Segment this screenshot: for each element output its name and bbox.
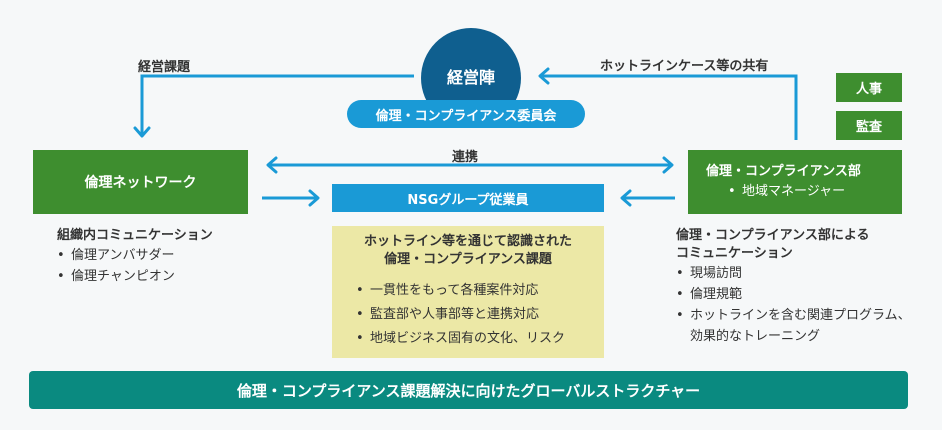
regional-manager-label: 地域マネージャー: [742, 184, 846, 199]
cooperation-label: 連携: [452, 150, 479, 165]
list-item: 監査部や人事部等と連携対応: [356, 303, 604, 327]
management-label: 経営陣: [446, 68, 495, 87]
employees-label: NSGグループ従業員: [407, 192, 529, 208]
list-item: 一貫性をもって各種案件対応: [356, 279, 604, 303]
employees-box: NSGグループ従業員: [332, 184, 604, 212]
hotline-sharing-label: ホットラインケース等の共有: [600, 59, 769, 74]
audit-box: 監査: [836, 111, 902, 140]
compliance-dept-box: 倫理・コンプライアンス部 •地域マネージャー: [688, 150, 902, 214]
arrow-hotline-sharing: [540, 74, 798, 140]
list-item: 倫理規範: [676, 284, 911, 305]
compliance-communication-title1: 倫理・コンプライアンス部による: [676, 228, 870, 243]
ethics-network-box: 倫理ネットワーク: [33, 150, 248, 214]
global-structure-bar: 倫理・コンプライアンス課題解決に向けたグローバルストラクチャー: [29, 371, 908, 409]
list-item: 倫理アンバサダー: [57, 245, 213, 266]
regional-manager-item: •地域マネージャー: [728, 184, 846, 199]
ethics-committee-label: 倫理・コンプライアンス委員会: [375, 108, 557, 124]
list-item: 倫理チャンピオン: [57, 266, 213, 287]
ethics-network-label: 倫理ネットワーク: [84, 175, 197, 191]
global-structure-label: 倫理・コンプライアンス課題解決に向けたグローバルストラクチャー: [236, 381, 701, 400]
internal-communication-title: 組織内コミュニケーション: [57, 228, 213, 243]
arrow-management-issues: [140, 74, 414, 136]
list-item: 現場訪問: [676, 263, 911, 284]
list-item: 地域ビジネス固有の文化、リスク: [356, 327, 604, 351]
internal-communication: 組織内コミュニケーション 倫理アンバサダー 倫理チャンピオン: [57, 227, 213, 287]
hr-box: 人事: [836, 73, 902, 102]
compliance-dept-title: 倫理・コンプライアンス部: [706, 164, 861, 179]
compliance-communication-title2: コミュニケーション: [676, 246, 793, 261]
list-item: ホットラインを含む関連プログラム、: [676, 305, 911, 326]
compliance-communication: 倫理・コンプライアンス部による コミュニケーション 現場訪問 倫理規範 ホットラ…: [676, 227, 911, 347]
ethics-committee-pill: 倫理・コンプライアンス委員会: [347, 100, 585, 128]
issues-title-line1: ホットライン等を通じて認識された: [363, 234, 572, 249]
issues-box: ホットライン等を通じて認識された 倫理・コンプライアンス課題 一貫性をもって各種…: [332, 226, 604, 358]
management-issues-label: 経営課題: [138, 60, 191, 75]
list-item-continuation: 効果的なトレーニング: [690, 329, 821, 344]
issues-title-line2: 倫理・コンプライアンス課題: [384, 252, 552, 267]
